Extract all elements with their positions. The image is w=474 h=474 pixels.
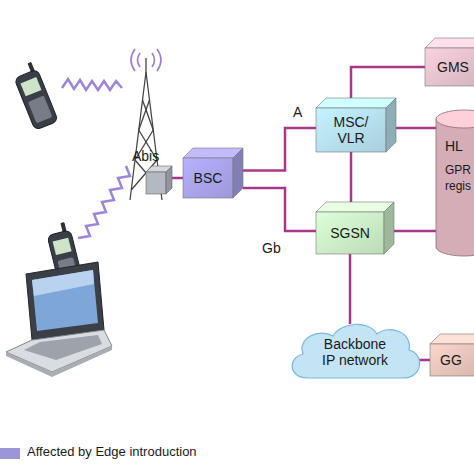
node-text: GPR regis <box>445 162 474 194</box>
node-label-area: Backbone IP network <box>285 326 425 378</box>
hlr-cylinder: HL GPR regis <box>436 110 474 256</box>
backbone-cloud: Backbone IP network <box>285 320 425 382</box>
radio-wave <box>62 79 122 90</box>
box-front <box>316 108 386 152</box>
box-side <box>166 166 172 194</box>
bsc-box: BSC <box>183 148 243 198</box>
radio-wave <box>78 166 130 238</box>
signal-arc <box>131 49 135 71</box>
connector-layer <box>243 67 436 360</box>
network-link <box>243 128 316 171</box>
msc-vlr-box: MSC/ VLR <box>316 98 396 152</box>
cylinder-body <box>436 119 474 256</box>
node-label-area: SGSN <box>316 212 384 254</box>
transceiver-box <box>146 166 172 194</box>
laptop-screen-glare <box>32 270 94 296</box>
node-label-area: HL GPR regis <box>445 128 474 204</box>
box-top <box>183 148 243 158</box>
network-link <box>243 188 316 231</box>
network-link <box>394 230 436 233</box>
node-text: GG <box>440 352 462 368</box>
interface-label: Gb <box>262 240 281 256</box>
phone-screen <box>53 238 72 255</box>
signal-arc <box>138 53 141 67</box>
box-front <box>183 158 233 198</box>
node-label-area: GMS <box>437 48 474 86</box>
network-link <box>351 67 425 102</box>
network-link <box>349 252 352 324</box>
phone-body <box>14 69 58 130</box>
node-text: GMS <box>437 59 469 75</box>
node-text: Backbone IP network <box>319 336 391 368</box>
interface-label: Abis <box>132 148 159 164</box>
cloud-shape <box>292 324 420 378</box>
node-text: MSC/ VLR <box>329 114 373 146</box>
legend-swatch <box>0 448 20 459</box>
node-label-area: BSC <box>183 158 233 198</box>
ggsn-box: GG <box>430 334 474 376</box>
box-top <box>316 202 394 212</box>
network-link <box>396 127 436 130</box>
tower-brace <box>139 100 150 130</box>
box-top <box>316 98 396 108</box>
laptop-screen <box>32 270 98 331</box>
laptop-edge <box>6 346 112 377</box>
signal-arc <box>152 53 155 67</box>
laptop-lid <box>26 262 104 340</box>
box-top <box>430 334 474 344</box>
laptop-base <box>6 330 112 372</box>
box-top <box>425 38 474 48</box>
box-side <box>386 98 396 152</box>
box-side <box>233 148 243 198</box>
node-text: SGSN <box>330 225 370 241</box>
tower-mast <box>145 58 146 72</box>
antenna-signal <box>131 49 161 71</box>
signal-arc <box>157 49 161 71</box>
node-text: BSC <box>194 170 223 186</box>
mobile-phone <box>11 61 59 131</box>
legend-text: Affected by Edge introduction <box>27 444 197 459</box>
laptop <box>6 262 112 377</box>
interface-label: A <box>293 104 302 120</box>
box-front <box>425 48 474 86</box>
abis-link <box>172 177 184 180</box>
phone-screen <box>20 77 41 96</box>
box-front <box>146 172 166 194</box>
cylinder-top <box>436 110 474 128</box>
box-front <box>430 344 474 376</box>
gmsc-box: GMS <box>425 38 474 86</box>
network-link <box>350 150 353 206</box>
node-label-area: MSC/ VLR <box>316 108 386 152</box>
node-label-area: GG <box>440 344 474 376</box>
sgsn-box: SGSN <box>316 202 394 254</box>
node-text: HL <box>445 138 463 154</box>
phone-keypad <box>28 96 52 124</box>
tower-leg <box>130 72 146 200</box>
box-side <box>384 202 394 254</box>
box-front <box>316 212 384 254</box>
